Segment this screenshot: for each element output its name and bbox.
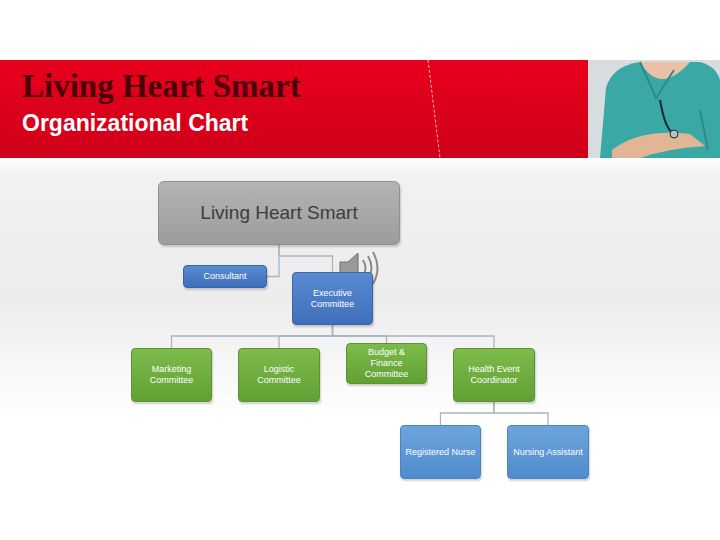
box-label: Budget & Finance Committee	[351, 347, 422, 379]
connector	[494, 402, 548, 425]
box-label: Registered Nurse	[405, 447, 475, 458]
connector	[441, 402, 495, 425]
divider-line	[428, 60, 440, 158]
connector	[333, 325, 387, 343]
box-label: Nursing Assistant	[513, 447, 583, 458]
connector-line	[279, 245, 333, 272]
committee-box: Budget & Finance Committee	[346, 343, 427, 384]
box-label: Living Heart Smart	[200, 202, 357, 225]
committee-box: Marketing Committee	[131, 348, 212, 402]
coordinator-box: Health Event Coordinator	[453, 348, 535, 402]
subtitle: Organizational Chart	[22, 110, 248, 137]
box-label: Logistic Committee	[243, 364, 315, 386]
staff-box: Nursing Assistant	[507, 425, 589, 479]
connector-line	[441, 402, 495, 425]
advisor-box: Consultant	[183, 265, 267, 288]
doctor-photo	[588, 60, 720, 158]
box-label: Executive Committee	[297, 288, 368, 310]
connector-line	[279, 325, 333, 348]
committee-box: Logistic Committee	[238, 348, 320, 402]
connector	[172, 325, 333, 348]
connector	[267, 245, 279, 277]
box-label: Marketing Committee	[136, 364, 207, 386]
root-box: Living Heart Smart	[158, 181, 400, 245]
box-label: Consultant	[203, 271, 246, 282]
connector-line	[267, 245, 279, 277]
page-title: Living Heart Smart	[22, 68, 301, 105]
connector	[279, 245, 333, 272]
connector-line	[172, 325, 333, 348]
executive-box: Executive Committee	[292, 272, 373, 325]
box-label: Health Event Coordinator	[458, 364, 530, 386]
connector	[279, 325, 333, 348]
connector-line	[494, 402, 548, 425]
staff-box: Registered Nurse	[400, 425, 481, 479]
connector-line	[333, 325, 387, 343]
